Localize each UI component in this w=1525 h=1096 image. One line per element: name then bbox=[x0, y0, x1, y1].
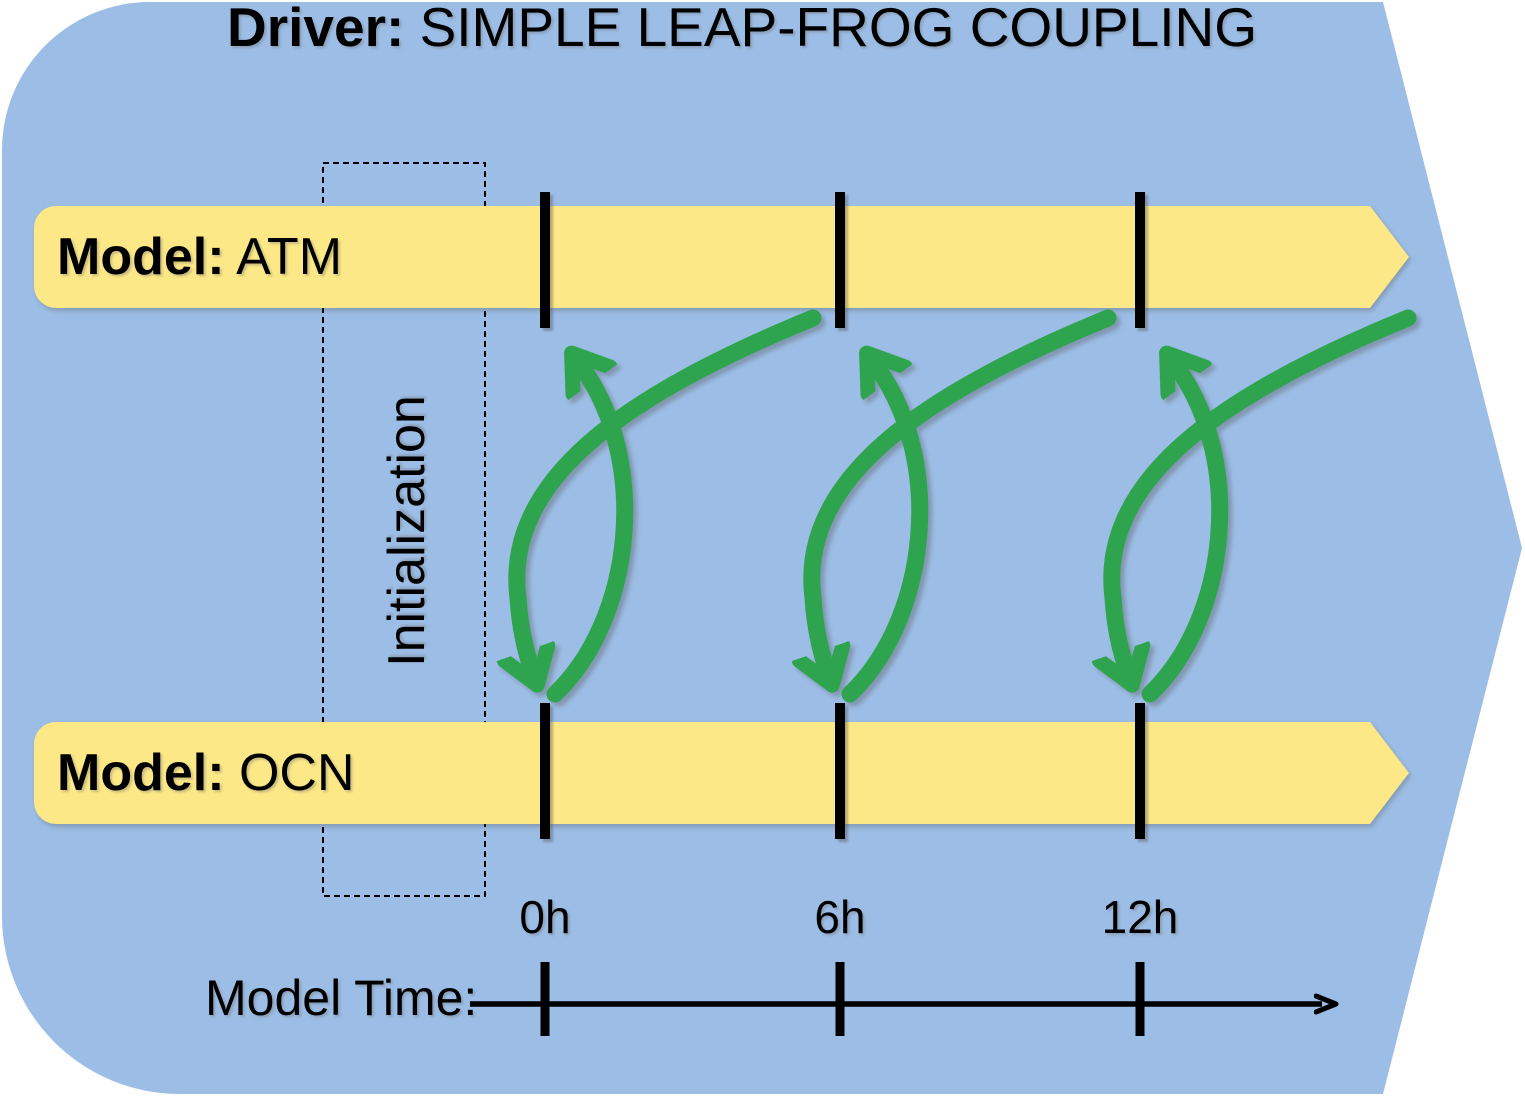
down-coupling-arrow-6h bbox=[812, 309, 1117, 670]
atm-timeline-label: Model: ATM bbox=[57, 231, 342, 283]
tick-label-6h: 6h bbox=[814, 891, 866, 943]
down-coupling-arrow-12h bbox=[1112, 309, 1417, 670]
initialization-box bbox=[322, 162, 486, 897]
down-coupling-arrow-0h bbox=[517, 309, 822, 670]
atm-label-name: ATM bbox=[224, 228, 343, 286]
model-time-axis bbox=[470, 962, 1322, 1036]
initialization-label: Initialization bbox=[378, 395, 436, 667]
title-prefix: Driver: bbox=[226, 0, 405, 58]
ocn-label-name: OCN bbox=[224, 744, 355, 802]
tick-label-12h: 12h bbox=[1101, 891, 1179, 943]
up-coupling-arrow-12h bbox=[1141, 366, 1229, 703]
tick-label-0h: 0h bbox=[519, 891, 571, 943]
title-text: SIMPLE LEAP-FROG COUPLING bbox=[404, 0, 1257, 58]
atm-timeline-arrow bbox=[34, 206, 1409, 308]
up-coupling-arrow-6h bbox=[841, 366, 929, 703]
ocn-label-prefix: Model: bbox=[57, 744, 225, 802]
model-time-label: Model Time: bbox=[205, 970, 478, 1026]
ocn-timeline-label: Model: OCN bbox=[57, 747, 355, 799]
atm-label-prefix: Model: bbox=[57, 228, 225, 286]
diagram-title: Driver: SIMPLE LEAP-FROG COUPLING bbox=[0, 0, 1484, 55]
up-coupling-arrow-0h bbox=[546, 366, 634, 703]
ocn-timeline-arrow bbox=[34, 722, 1409, 824]
